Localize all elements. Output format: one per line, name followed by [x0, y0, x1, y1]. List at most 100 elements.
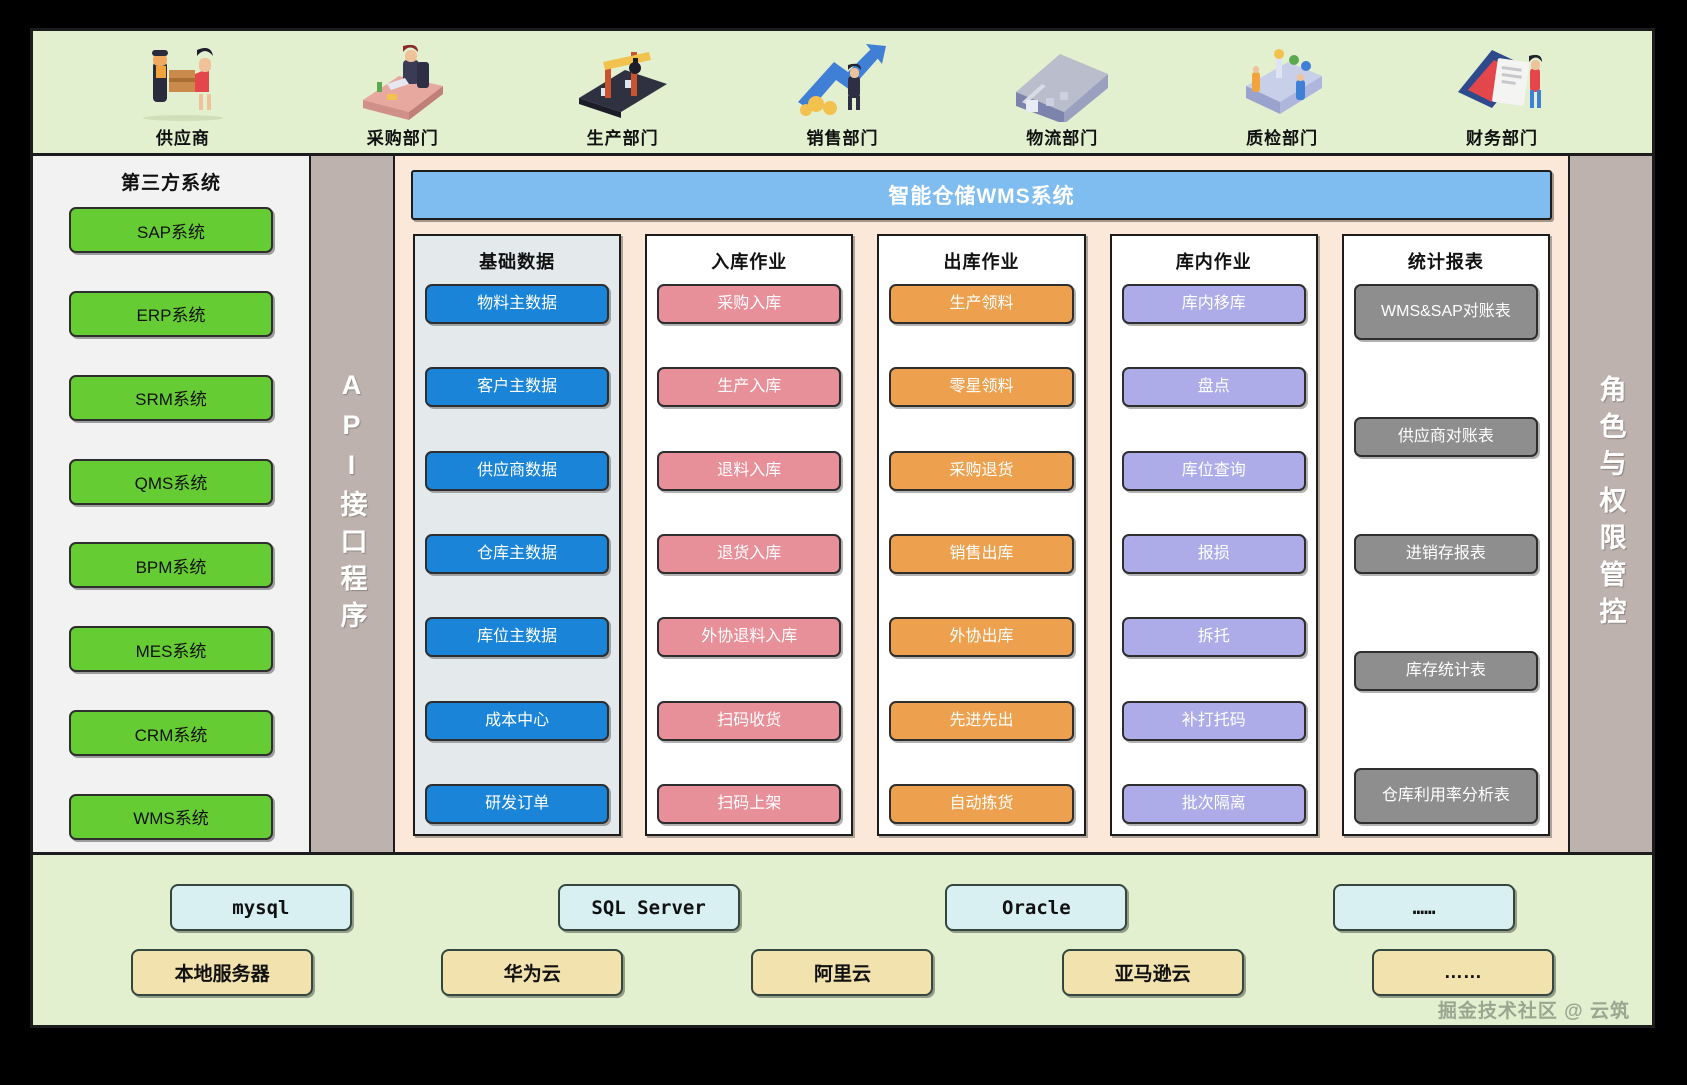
actor-label: 质检部门	[1246, 129, 1319, 148]
module-item[interactable]: 退货入库	[657, 533, 842, 574]
actor-label: 财务部门	[1465, 129, 1538, 148]
module-item[interactable]: 库内移库	[1121, 284, 1306, 324]
module-title: 入库作业	[711, 252, 788, 272]
module-item-list: 库内移库盘点库位查询报损拆托补打托码批次隔离	[1121, 284, 1306, 824]
roles-permissions-column: 角色与权限管控	[1568, 156, 1652, 852]
database-item[interactable]: mysql	[169, 884, 352, 931]
actor-label: 销售部门	[806, 129, 879, 148]
module-item[interactable]: 外协出库	[889, 617, 1074, 658]
module-item[interactable]: 仓库主数据	[425, 533, 610, 574]
module-item[interactable]: 生产领料	[889, 284, 1074, 324]
module-item[interactable]: 成本中心	[425, 700, 610, 741]
third-party-item[interactable]: SRM系统	[69, 374, 273, 421]
third-party-item[interactable]: SAP系统	[69, 207, 273, 253]
actor-label: 采购部门	[366, 129, 439, 148]
api-interface-label: API接口程序	[336, 370, 367, 638]
module-item[interactable]: 销售出库	[889, 533, 1074, 574]
module-item[interactable]: 库位主数据	[425, 617, 610, 658]
finance-report-icon	[1442, 40, 1562, 122]
platform-item[interactable]: 阿里云	[751, 949, 934, 996]
module-title: 统计报表	[1407, 252, 1484, 272]
third-party-item[interactable]: BPM系统	[69, 542, 273, 589]
wms-module-4: 库内作业库内移库盘点库位查询报损拆托补打托码批次隔离	[1109, 234, 1318, 836]
third-party-item[interactable]: MES系统	[69, 626, 273, 673]
actor-purchasing: 采购部门	[328, 40, 478, 149]
wms-module-1: 基础数据物料主数据客户主数据供应商数据仓库主数据库位主数据成本中心研发订单	[413, 234, 622, 836]
wms-module-2: 入库作业采购入库生产入库退料入库退货入库外协退料入库扫码收货扫码上架	[645, 234, 854, 836]
module-item[interactable]: 零星领料	[889, 367, 1074, 408]
actors-strip: 供应商 采购部	[33, 31, 1652, 156]
actor-label: 供应商	[155, 129, 210, 148]
module-item[interactable]: 库位查询	[1121, 450, 1306, 491]
database-item[interactable]: SQL Server	[557, 884, 740, 931]
module-item[interactable]: 客户主数据	[425, 367, 610, 408]
module-item[interactable]: 扫码上架	[657, 783, 842, 824]
wms-module-3: 出库作业生产领料零星领料采购退货销售出库外协出库先进先出自动拣货	[877, 234, 1086, 836]
module-item[interactable]: 物料主数据	[425, 284, 610, 324]
platform-item[interactable]: ……	[1371, 949, 1554, 996]
actor-label: 生产部门	[586, 129, 659, 148]
module-item[interactable]: 补打托码	[1121, 700, 1306, 741]
third-party-panel: 第三方系统 SAP系统 ERP系统 SRM系统 QMS系统 BPM系统 MES系统 CRM系…	[33, 156, 311, 852]
module-item[interactable]: 供应商对账表	[1353, 417, 1539, 457]
module-item[interactable]: 进销存报表	[1353, 534, 1539, 574]
diagram-frame: 供应商 采购部	[30, 28, 1655, 1028]
module-title: 库内作业	[1175, 252, 1252, 272]
handshake-delivery-icon	[123, 40, 243, 122]
module-item[interactable]: 批次隔离	[1121, 783, 1306, 824]
module-item[interactable]: 退料入库	[657, 450, 842, 491]
third-party-title: 第三方系统	[120, 173, 221, 194]
wms-module-5: 统计报表 WMS&SAP对账表供应商对账表进销存报表库存统计表仓库利用率分析表	[1341, 234, 1551, 836]
actor-label: 物流部门	[1026, 129, 1099, 148]
module-item[interactable]: 采购入库	[657, 284, 842, 324]
module-item[interactable]: 先进先出	[889, 700, 1074, 741]
module-item[interactable]: 库存统计表	[1353, 651, 1539, 691]
actor-production: 生产部门	[548, 40, 698, 149]
api-interface-column: API接口程序	[311, 156, 395, 852]
module-item[interactable]: 外协退料入库	[657, 617, 842, 658]
module-item-list: 采购入库生产入库退料入库退货入库外协退料入库扫码收货扫码上架	[657, 284, 842, 824]
third-party-item[interactable]: QMS系统	[69, 458, 273, 505]
module-item[interactable]: 自动拣货	[889, 783, 1074, 824]
module-title: 基础数据	[479, 252, 556, 272]
database-item[interactable]: Oracle	[945, 884, 1128, 931]
module-item[interactable]: 拆托	[1121, 617, 1306, 658]
desk-buyer-icon	[343, 40, 463, 122]
module-item[interactable]: 供应商数据	[425, 450, 610, 491]
module-item[interactable]: 生产入库	[657, 367, 842, 408]
database-item[interactable]: ……	[1333, 884, 1516, 931]
module-item-list: 物料主数据客户主数据供应商数据仓库主数据库位主数据成本中心研发订单	[425, 284, 610, 824]
production-line-icon	[563, 40, 683, 122]
watermark: 掘金技术社区 @ 云筑	[1437, 1001, 1630, 1022]
platform-row: 本地服务器 华为云 阿里云 亚马逊云 ……	[33, 949, 1652, 996]
wms-module-columns: 基础数据物料主数据客户主数据供应商数据仓库主数据库位主数据成本中心研发订单入库作…	[407, 234, 1556, 842]
third-party-item[interactable]: ERP系统	[69, 290, 273, 337]
module-title: 出库作业	[943, 252, 1020, 272]
quality-inspection-icon	[1222, 40, 1342, 122]
third-party-item[interactable]: CRM系统	[69, 710, 273, 757]
third-party-list: SAP系统 ERP系统 SRM系统 QMS系统 BPM系统 MES系统 CRM系统 WMS系统	[69, 207, 273, 844]
module-item-list: 生产领料零星领料采购退货销售出库外协出库先进先出自动拣货	[889, 284, 1074, 824]
module-item[interactable]: 盘点	[1121, 367, 1306, 408]
module-item[interactable]: 研发订单	[425, 783, 610, 824]
third-party-item[interactable]: WMS系统	[69, 793, 273, 840]
warehouse-building-icon	[1002, 40, 1122, 122]
actor-logistics: 物流部门	[987, 40, 1137, 149]
actor-supplier: 供应商	[108, 40, 258, 149]
module-item[interactable]: WMS&SAP对账表	[1353, 284, 1539, 340]
wms-title: 智能仓储WMS系统	[411, 170, 1552, 220]
module-item[interactable]: 扫码收货	[657, 700, 842, 741]
module-item[interactable]: 报损	[1121, 533, 1306, 574]
actor-finance: 财务部门	[1427, 40, 1577, 149]
actor-sales: 销售部门	[767, 40, 917, 149]
sales-growth-icon	[782, 40, 902, 122]
roles-permissions-label: 角色与权限管控	[1595, 374, 1626, 634]
middle-region: 第三方系统 SAP系统 ERP系统 SRM系统 QMS系统 BPM系统 MES系统 CRM系…	[33, 156, 1652, 855]
module-item[interactable]: 采购退货	[889, 450, 1074, 491]
platform-item[interactable]: 亚马逊云	[1061, 949, 1244, 996]
module-item-list: WMS&SAP对账表供应商对账表进销存报表库存统计表仓库利用率分析表	[1353, 284, 1539, 824]
platform-item[interactable]: 本地服务器	[131, 949, 314, 996]
database-row: mysql SQL Server Oracle ……	[33, 884, 1652, 931]
platform-item[interactable]: 华为云	[441, 949, 624, 996]
module-item[interactable]: 仓库利用率分析表	[1353, 768, 1539, 824]
